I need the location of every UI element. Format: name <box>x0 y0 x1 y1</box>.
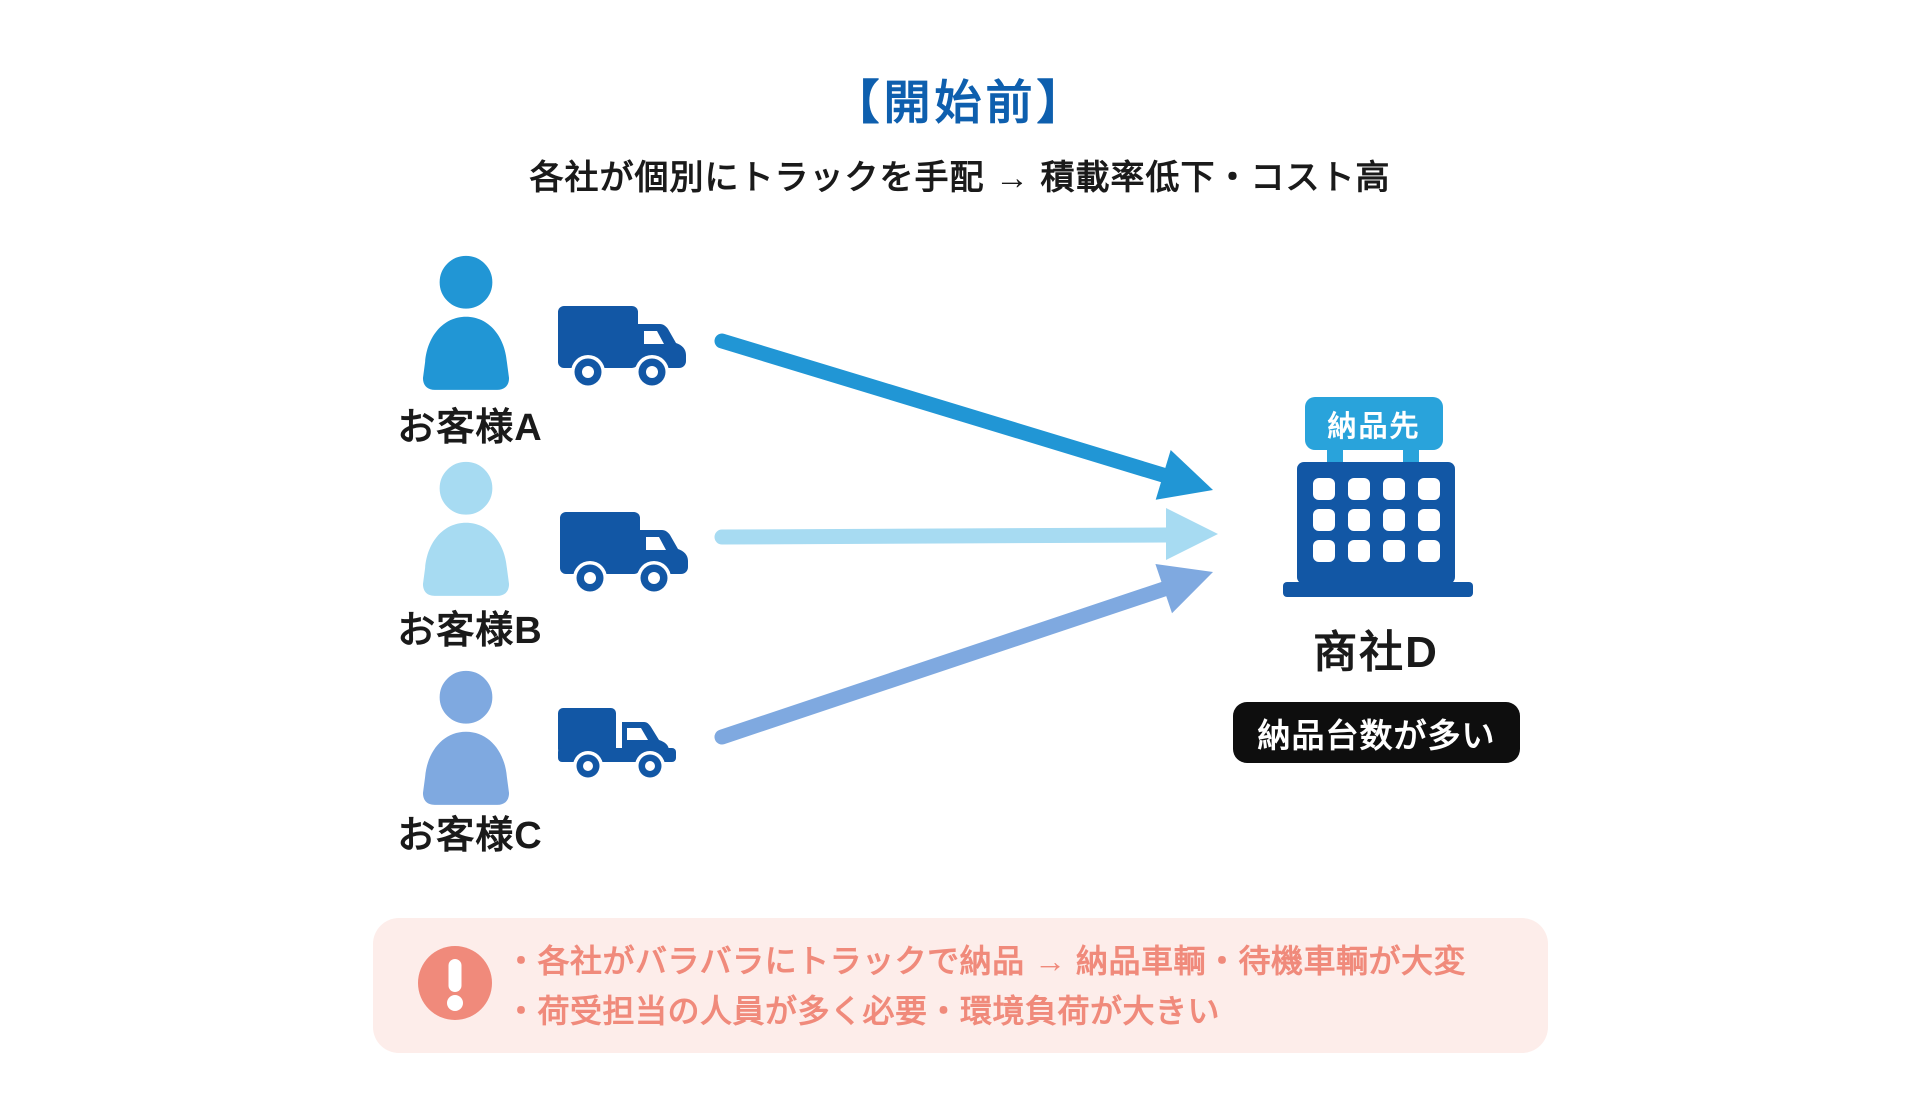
subtitle: 各社が個別にトラックを手配 → 積載率低下・コスト高 <box>529 159 1391 197</box>
destination-name: 商社D <box>1313 628 1439 677</box>
warning-line-2: ・荷受担当の人員が多く必要・環境負荷が大きい <box>505 993 1221 1029</box>
destination-sign: 納品先 <box>1305 397 1443 450</box>
warning-text: ・各社がバラバラにトラックで納品 → 納品車輌・待機車輌が大変 ・荷受担当の人員… <box>505 936 1535 1036</box>
building-icon <box>1297 462 1455 584</box>
person-icon <box>422 665 510 805</box>
sign-leg <box>1327 448 1343 466</box>
exclamation-icon <box>418 946 492 1020</box>
customer-b-label: お客様B <box>397 610 543 652</box>
arrow-b-icon <box>714 508 1218 560</box>
building-base <box>1283 582 1473 597</box>
warning-box <box>373 918 1548 1053</box>
sign-leg <box>1403 448 1419 466</box>
box-truck-icon <box>560 512 688 595</box>
person-icon <box>422 456 510 596</box>
warning-line-1: ・各社がバラバラにトラックで納品 → 納品車輌・待機車輌が大変 <box>505 943 1466 979</box>
customer-a-label: お客様A <box>397 407 543 449</box>
box-truck-icon <box>558 306 686 389</box>
page-title: 【開始前】 <box>832 76 1088 129</box>
small-truck-icon <box>558 708 676 781</box>
destination-badge: 納品台数が多い <box>1233 702 1520 763</box>
arrow-a-icon <box>714 333 1213 500</box>
customer-c-label: お客様C <box>397 815 543 857</box>
arrow-c-icon <box>714 564 1213 745</box>
person-icon <box>422 250 510 390</box>
